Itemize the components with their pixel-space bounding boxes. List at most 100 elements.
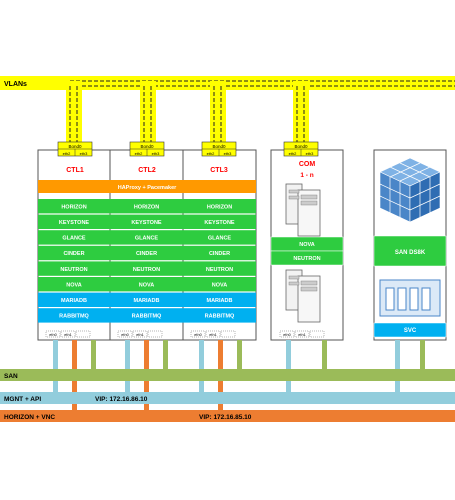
svc-block — [373, 322, 447, 338]
eth2-label: eth2 — [289, 151, 298, 156]
ctl1-service-label: CINDER — [63, 251, 84, 257]
ctl1-service-label: HORIZON — [61, 204, 86, 210]
ctl1-service-label: NEUTRON — [60, 267, 87, 273]
compute-server-icon-top — [285, 183, 321, 237]
svc-rack-icon — [379, 279, 441, 317]
eth0-label: eth0 — [121, 333, 128, 337]
com-eth-bottom: eth0 eth1 — [279, 330, 325, 338]
ctl3-service-label: CINDER — [209, 251, 230, 257]
svc-label: SVC — [404, 328, 417, 334]
ctl2-bond0: Bond0 eth2 eth3 — [129, 141, 165, 157]
ctl2-service-label: HORIZON — [134, 204, 159, 210]
ctl2-service-horizon — [110, 199, 183, 214]
ctl3-eth-bottom: eth0 eth1 — [190, 330, 236, 338]
ctl2-label: CTL2 — [138, 167, 156, 174]
eth3-label: eth3 — [306, 151, 315, 156]
ctl3-service-label: GLANCE — [208, 236, 232, 242]
ctl3-label: CTL3 — [210, 167, 228, 174]
ctl2-service-nova — [110, 277, 183, 292]
bond0-label: Bond0 — [68, 144, 82, 149]
bond0-label: Bond0 — [140, 144, 154, 149]
ctl3-service-label: RABBITMQ — [205, 314, 235, 320]
ctl2-service-neutron — [110, 261, 183, 276]
eth2-label: eth2 — [207, 151, 216, 156]
compute-title: COM — [299, 161, 316, 168]
eth0-label: eth0 — [194, 333, 201, 337]
bond0-label: Bond0 — [212, 144, 226, 149]
ctl3-service-label: KEYSTONE — [204, 220, 234, 226]
vlan-trunk-line — [70, 80, 455, 87]
ctl3-service-label: MARIADB — [207, 298, 233, 304]
ctl3-service-label: NEUTRON — [206, 267, 233, 273]
ctl1-service-mariadb — [38, 292, 110, 307]
ctl2-service-rabbitmq — [110, 308, 183, 323]
ctl1-service-label: MARIADB — [61, 298, 87, 304]
mgmt-vip: VIP: 172.16.86.10 — [95, 396, 148, 403]
ctl3-service-nova — [183, 277, 256, 292]
ctl1-service-label: RABBITMQ — [59, 314, 89, 320]
eth0-label: eth0 — [49, 333, 56, 337]
ctl2-eth-bottom: eth0 eth1 — [117, 330, 163, 338]
com-bond0: Bond0 eth2 eth3 — [283, 141, 319, 157]
ctl1-label: CTL1 — [66, 167, 84, 174]
vlans-label: VLANs — [4, 81, 27, 88]
ctl1-service-cinder — [38, 245, 110, 261]
haproxy-label: HAProxy + Pacemaker — [118, 185, 177, 191]
ctl1-service-neutron — [38, 261, 110, 276]
ctl1-service-nova — [38, 277, 110, 292]
ctl3-service-keystone — [183, 214, 256, 229]
ctl2-service-label: KEYSTONE — [131, 220, 161, 226]
eth0-label: eth0 — [283, 333, 290, 337]
ctl1-service-label: GLANCE — [62, 236, 86, 242]
ctl2-service-label: NEUTRON — [133, 267, 160, 273]
horizon-vip: VIP: 172.16.85.10 — [199, 414, 252, 421]
eth3-label: eth3 — [152, 151, 161, 156]
eth1-label: eth1 — [136, 333, 143, 337]
ctl2-service-label: CINDER — [136, 251, 157, 257]
compute-neutron-label: NEUTRON — [293, 256, 320, 262]
ctl1-eth-bottom: eth0 eth1 — [45, 330, 91, 338]
storage-cube-icon — [379, 157, 441, 223]
ctl2-service-label: MARIADB — [134, 298, 160, 304]
ctl2-service-label: RABBITMQ — [132, 314, 162, 320]
ctl3-service-rabbitmq — [183, 308, 256, 323]
ctl2-service-glance — [110, 230, 183, 245]
ctl2-service-mariadb — [110, 292, 183, 307]
eth2-label: eth2 — [63, 151, 72, 156]
ctl2-service-label: NOVA — [139, 282, 155, 288]
ctl1-service-label: NOVA — [66, 282, 82, 288]
mgmt-bar — [0, 392, 455, 404]
eth3-label: eth3 — [80, 151, 89, 156]
ctl2-service-keystone — [110, 214, 183, 229]
ctl3-service-horizon — [183, 199, 256, 214]
ctl3-service-label: NOVA — [212, 282, 228, 288]
eth1-label: eth1 — [298, 333, 305, 337]
ctl3-service-neutron — [183, 261, 256, 276]
san-bar — [0, 369, 455, 381]
mgmt-label: MGNT + API — [4, 396, 41, 403]
compute-server-icon-bottom — [285, 269, 321, 323]
ctl2-service-label: GLANCE — [135, 236, 159, 242]
ctl1-bond0: Bond0 eth2 eth3 — [57, 141, 93, 157]
san-ds8k-label: SAN DS8K — [395, 250, 426, 256]
ctl3-service-mariadb — [183, 292, 256, 307]
bond0-label: Bond0 — [294, 144, 308, 149]
ctl1-service-keystone — [38, 214, 110, 229]
eth2-label: eth2 — [135, 151, 144, 156]
horizon-label: HORIZON + VNC — [4, 414, 55, 421]
ctl3-service-cinder — [183, 245, 256, 261]
ctl2-service-cinder — [110, 245, 183, 261]
san-label: SAN — [4, 373, 18, 380]
horizon-bar — [0, 410, 455, 422]
san-ds8k-block — [373, 235, 447, 267]
ctl1-service-label: KEYSTONE — [59, 220, 89, 226]
eth1-label: eth1 — [209, 333, 216, 337]
ctl1-service-rabbitmq — [38, 308, 110, 323]
ctl1-service-glance — [38, 230, 110, 245]
ctl1-service-horizon — [38, 199, 110, 214]
compute-subtitle: 1 - n — [300, 172, 313, 179]
eth1-label: eth1 — [64, 333, 71, 337]
ctl3-service-glance — [183, 230, 256, 245]
